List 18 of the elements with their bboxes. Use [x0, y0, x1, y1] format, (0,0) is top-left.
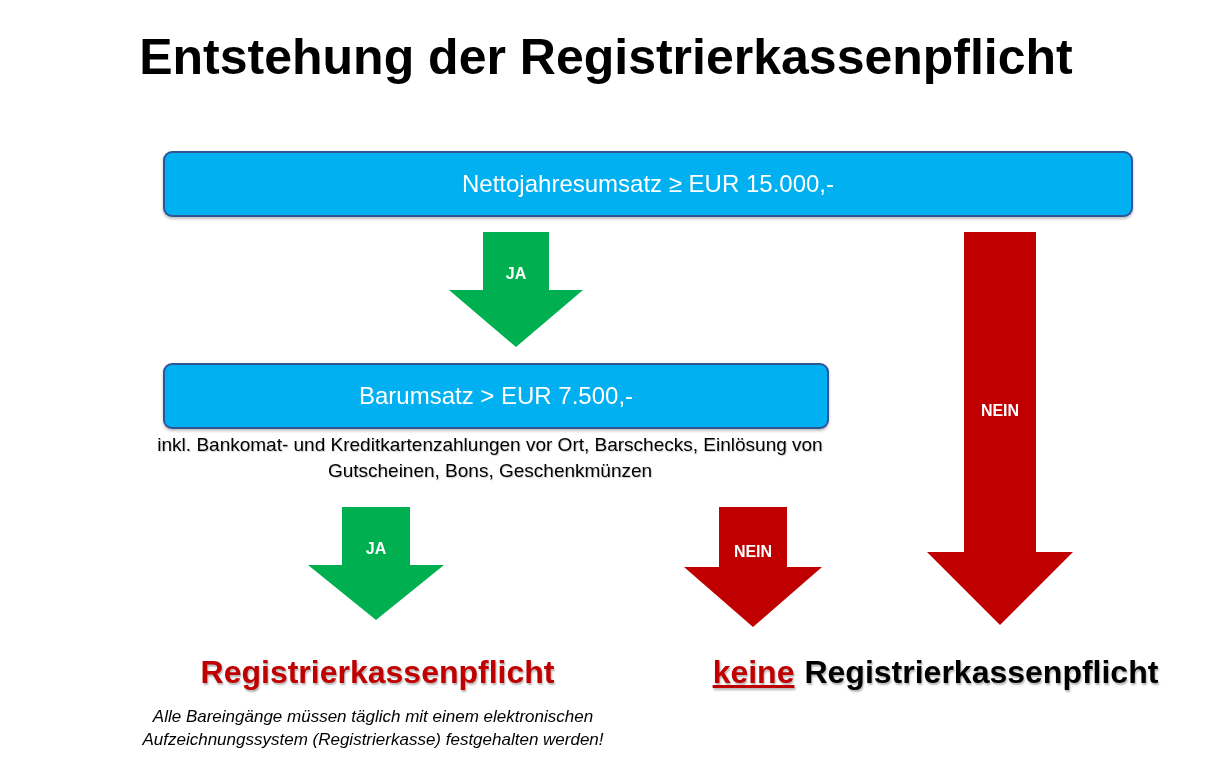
edge-label: JA	[505, 265, 527, 283]
title: Entstehung der Registrierkassenpflicht	[138, 28, 1074, 86]
block-arrow	[308, 507, 444, 620]
condition-box	[163, 151, 1133, 217]
condition-box	[163, 363, 829, 429]
note-text: Alle Bareingänge müssen täglich mit einem elektronischen Aufzeichnungssystem (Registrierkasse) festgehalten werden!	[141, 706, 605, 751]
condition-note: inkl. Bankomat- und Kreditkartenzahlungen vor Ort, Barschecks, Einlösung von Gutscheinen, Bons, Geschenkmünzen	[156, 433, 824, 483]
result-text: Registrierkassenpflicht	[200, 654, 555, 691]
negation-word: keine	[712, 654, 795, 691]
block-arrow	[927, 232, 1073, 625]
result-text: Registrierkassenpflicht	[804, 654, 1159, 691]
block-arrow	[449, 232, 583, 347]
condition-text: Barumsatz > EUR 7.500,-	[358, 382, 634, 410]
edge-label: NEIN	[733, 543, 773, 561]
edge-label: JA	[365, 540, 387, 558]
condition-text: Nettojahresumsatz ≥ EUR 15.000,-	[462, 170, 834, 198]
block-arrow	[684, 507, 822, 627]
edge-label: NEIN	[980, 402, 1020, 420]
